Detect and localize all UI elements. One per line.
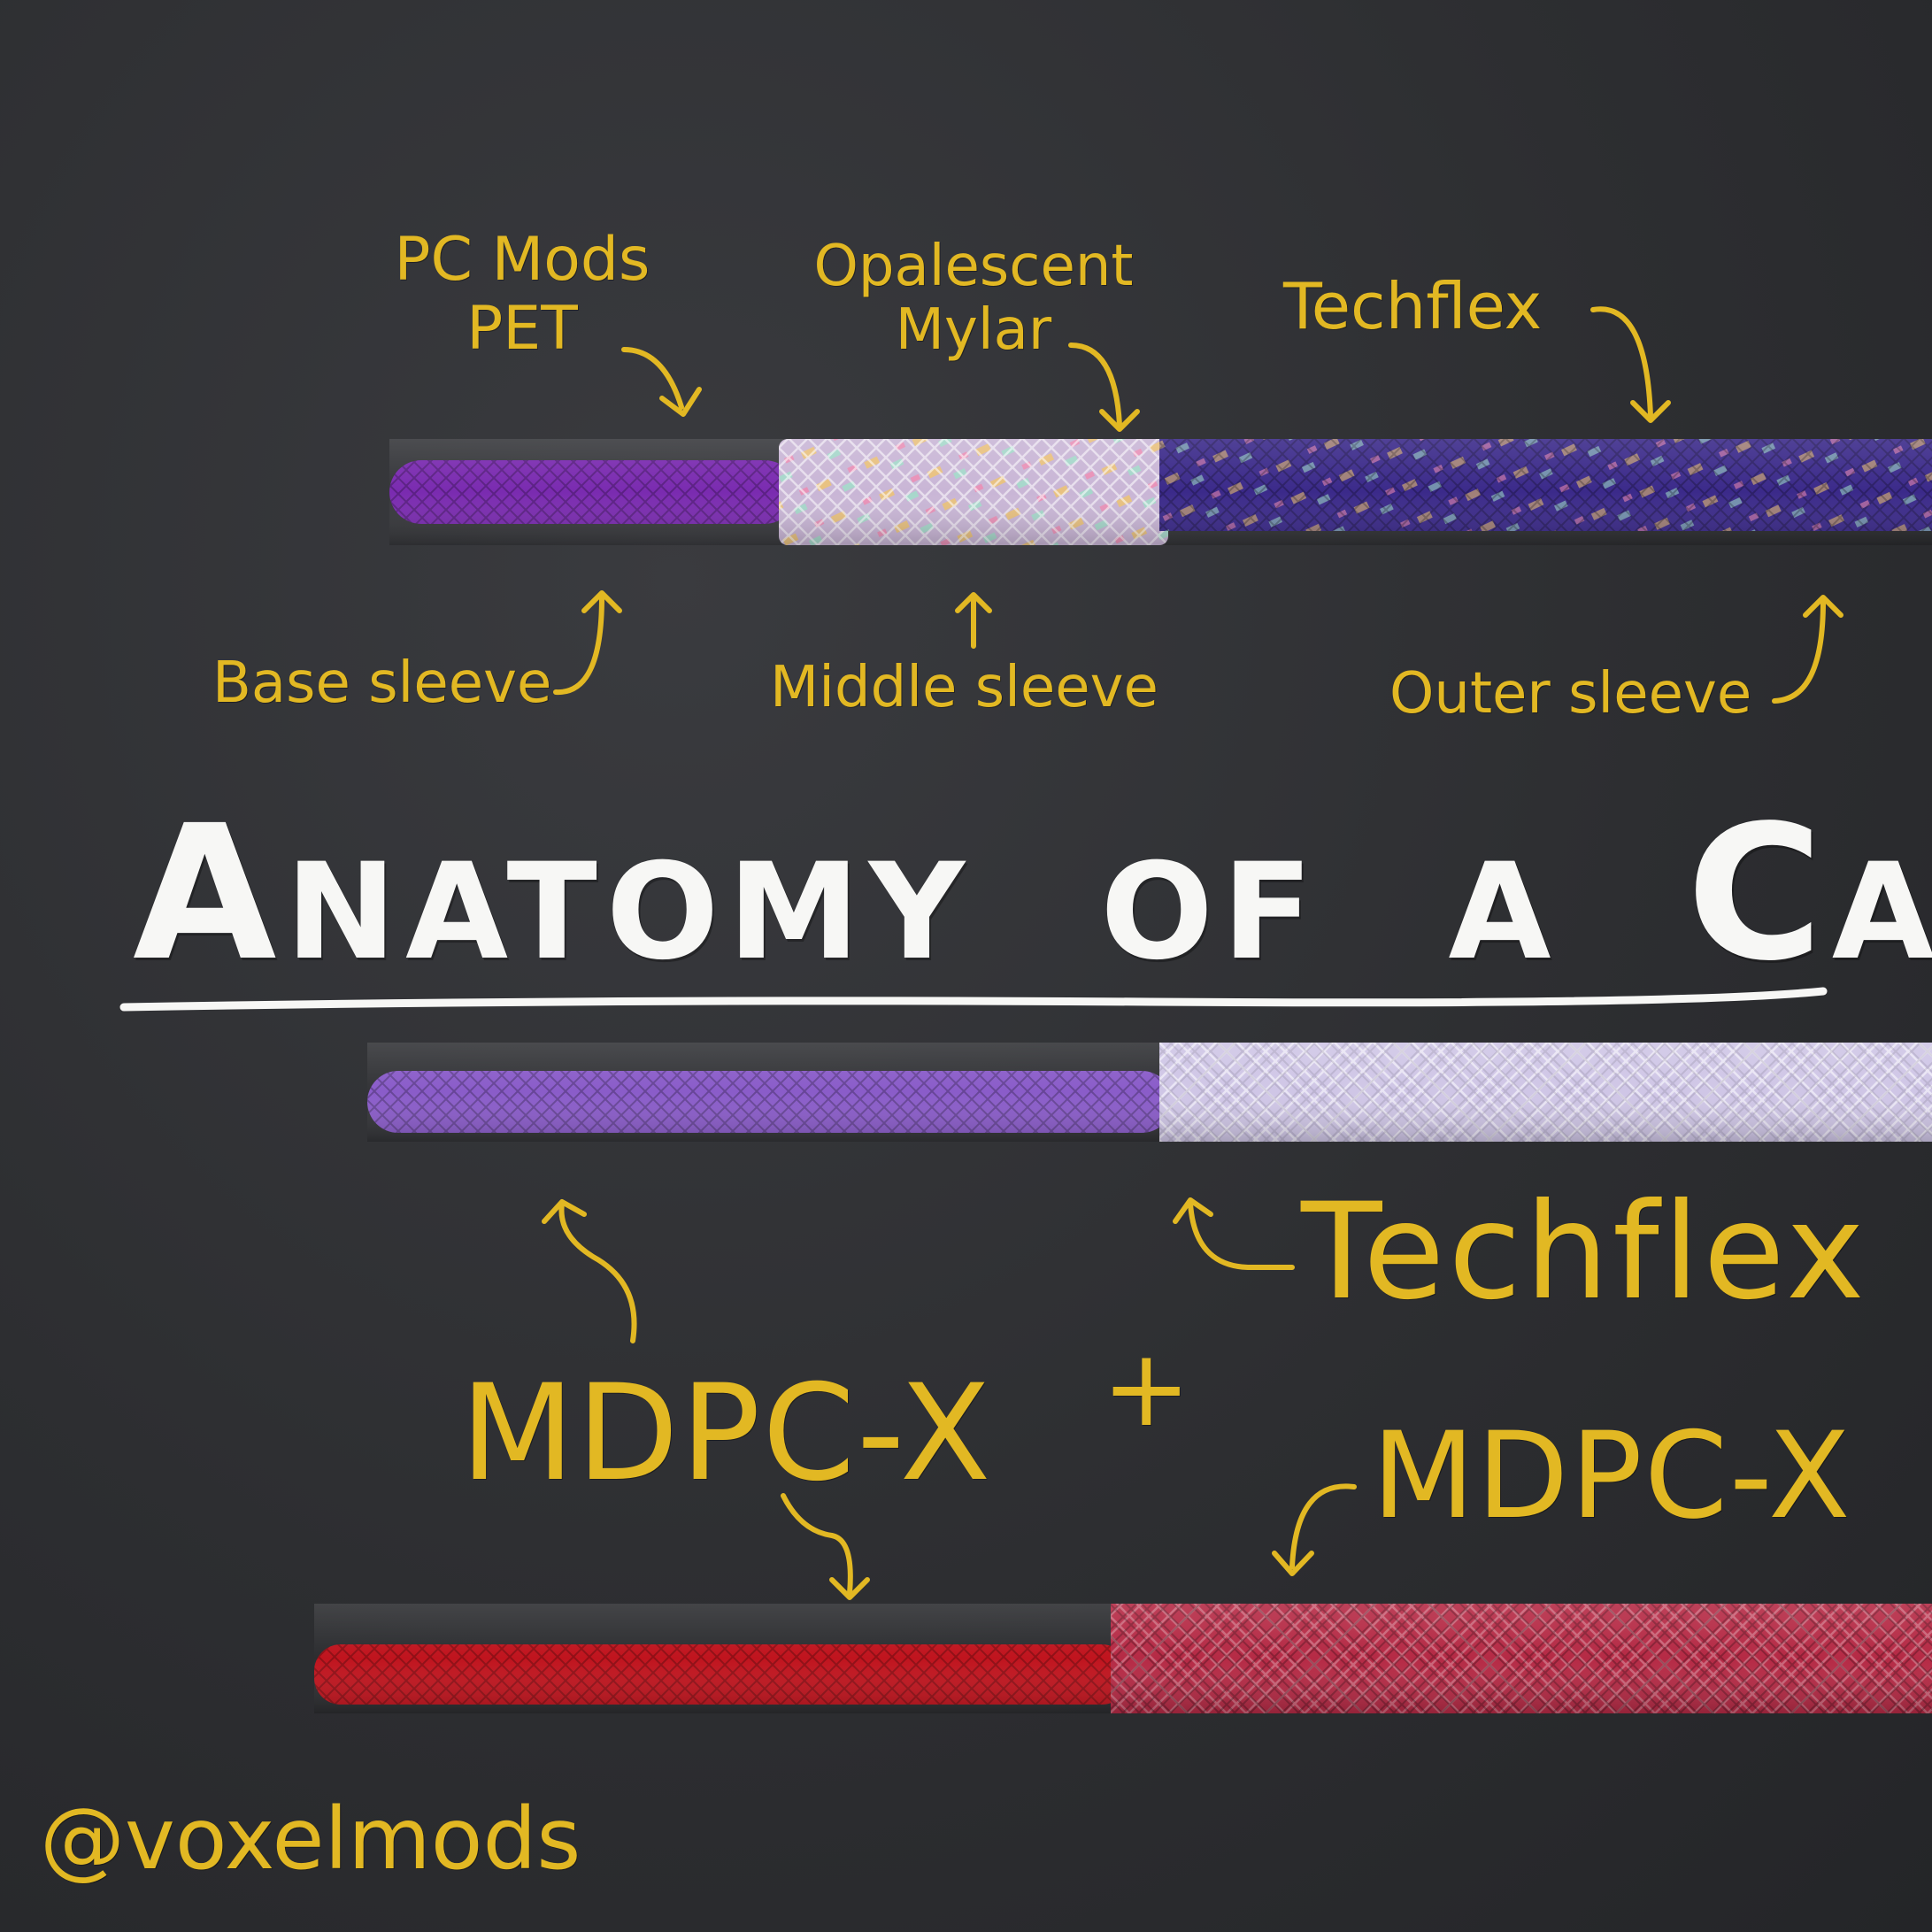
- arrow-base: [553, 590, 622, 696]
- label-handle: @voxelmods: [40, 1790, 581, 1889]
- annotation-arrows: [542, 306, 1843, 1600]
- title-letter-c: C: [1686, 785, 1832, 1002]
- label-base-sleeve: Base sleeve: [212, 650, 552, 716]
- arrow-mdpc-left-down: [781, 1493, 870, 1600]
- title-word-a: A: [1448, 835, 1560, 989]
- arrow-techflex-mid: [1173, 1197, 1295, 1270]
- arrow-mdpc-left-up: [542, 1199, 637, 1343]
- arrow-middle: [955, 592, 992, 649]
- page-title: ANATOMY OF A CABLE: [133, 801, 1932, 989]
- title-word-able: ABLE: [1831, 835, 1932, 989]
- cable-bottom: [314, 1604, 1932, 1713]
- label-techflex-mid: Techflex: [1301, 1175, 1868, 1329]
- label-pc-mods: PC Mods: [394, 225, 650, 295]
- title-word-of: OF: [1100, 835, 1322, 989]
- label-mdpc-left: MDPC-X: [460, 1357, 993, 1511]
- cable-top: [389, 439, 1932, 545]
- title-word-natomy: NATOMY: [285, 835, 974, 989]
- arrow-outer: [1772, 595, 1843, 704]
- title-letter-a: A: [133, 785, 286, 1002]
- arrow-mdpc-right: [1272, 1483, 1357, 1576]
- label-pc-mods-pet: PC Mods PET: [372, 226, 673, 364]
- arrow-pet: [621, 347, 702, 417]
- arrow-mylar: [1068, 343, 1140, 432]
- label-opalescent: Opalescent: [813, 234, 1134, 299]
- label-pet: PET: [466, 294, 578, 364]
- label-mdpc-right: MDPC-X: [1372, 1406, 1852, 1545]
- label-plus: +: [1102, 1328, 1191, 1451]
- label-outer-sleeve: Outer sleeve: [1389, 661, 1752, 727]
- label-techflex-top: Techflex: [1283, 269, 1543, 343]
- cable-middle: [367, 1043, 1932, 1142]
- arrow-techflex-top: [1590, 306, 1671, 423]
- label-middle-sleeve: Middle sleeve: [770, 655, 1158, 720]
- title-underline: [119, 987, 1828, 1012]
- label-mylar: Mylar: [895, 297, 1052, 363]
- label-opalescent-mylar: Opalescent Mylar: [788, 235, 1159, 362]
